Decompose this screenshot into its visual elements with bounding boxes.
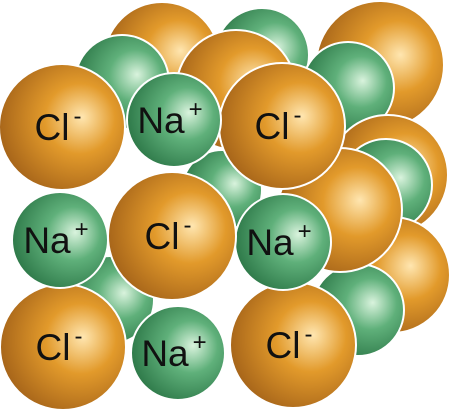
ion-charge: - (183, 212, 191, 239)
ion-charge: + (75, 216, 89, 243)
sodium-ion-label: Na+ (246, 218, 311, 263)
chloride-ion-label: Cl- (266, 321, 313, 366)
chloride-ion-label: Cl- (36, 323, 83, 368)
ion-symbol: Cl (266, 325, 301, 366)
ion-charge: + (298, 218, 312, 245)
cl-front-top-right: Cl- (218, 62, 346, 190)
chloride-ion-label: Cl- (35, 103, 82, 148)
ion-charge: - (304, 321, 312, 348)
sodium-ion-sphere (126, 72, 222, 168)
na-front-bottom-mid: Na+ (130, 305, 226, 401)
sodium-ion-label: Na+ (23, 216, 88, 261)
ion-charge: - (74, 323, 82, 350)
sodium-ion-label: Na+ (137, 96, 202, 141)
chloride-ion-label: Cl- (255, 102, 302, 147)
cl-front-bottom-right: Cl- (229, 281, 357, 409)
ion-symbol: Cl (36, 327, 71, 368)
ion-symbol: Na (137, 100, 185, 141)
ion-symbol: Na (23, 220, 71, 261)
na-front-mid-left: Na+ (11, 191, 109, 289)
chloride-ion-sphere (0, 63, 126, 191)
ion-charge: - (73, 103, 81, 130)
chloride-ion-sphere (107, 171, 237, 301)
sodium-ion-label: Na+ (141, 329, 206, 374)
cl-front-center: Cl- (107, 171, 237, 301)
ion-symbol: Cl (145, 216, 180, 257)
ion-charge: + (189, 96, 203, 123)
ion-charge: + (193, 329, 207, 356)
ion-symbol: Cl (35, 107, 70, 148)
ion-symbol: Na (141, 333, 189, 374)
cl-front-bottom-left: Cl- (0, 283, 127, 411)
na-front-mid-right: Na+ (234, 193, 332, 291)
ion-symbol: Na (246, 222, 294, 263)
sodium-ion-sphere (130, 305, 226, 401)
ion-charge: - (293, 102, 301, 129)
ion-symbol: Cl (255, 106, 290, 147)
na-front-top-mid: Na+ (126, 72, 222, 168)
chloride-ion-label: Cl- (145, 212, 192, 257)
cl-front-top-left: Cl- (0, 63, 126, 191)
